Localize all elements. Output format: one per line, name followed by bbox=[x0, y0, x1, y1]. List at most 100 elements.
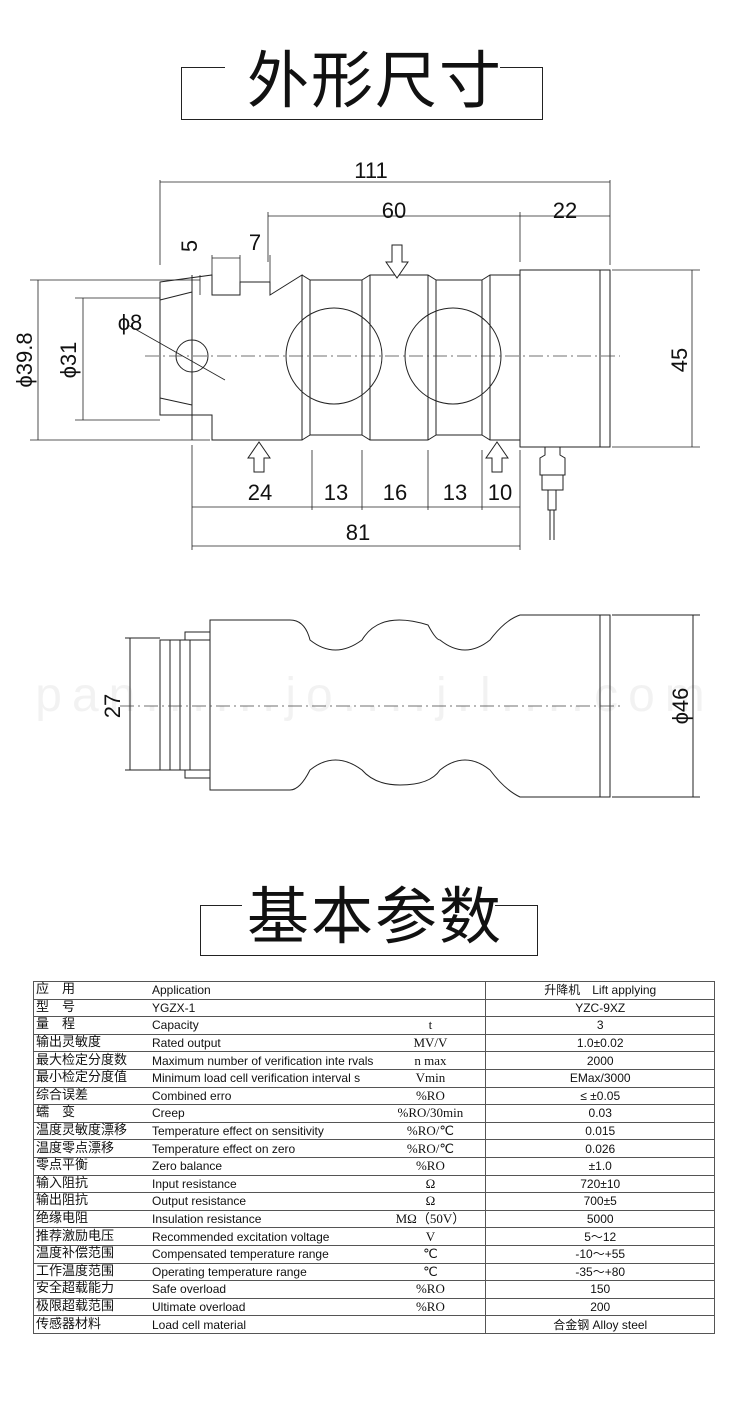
table-cell-en: Minimum load cell verification interval … bbox=[150, 1068, 376, 1088]
table-cell-unit: %RO bbox=[375, 1297, 487, 1317]
table-cell-val: 1.0±0.02 bbox=[485, 1033, 715, 1053]
dim-31: ϕ31 bbox=[56, 342, 81, 379]
dim-16: 16 bbox=[383, 480, 407, 505]
table-cell-en: YGZX-1 bbox=[150, 998, 376, 1018]
dim-45: 45 bbox=[667, 348, 692, 372]
table-cell-val: 720±10 bbox=[485, 1174, 715, 1194]
dim-5: 5 bbox=[177, 240, 202, 252]
table-cell-cn: 零点平衡 bbox=[33, 1156, 150, 1176]
table-cell-val: 200 bbox=[485, 1297, 715, 1317]
front-view-drawing: 111 60 22 7 ϕ8 24 13 16 13 10 81 5 ϕ39.8… bbox=[12, 158, 700, 550]
table-cell-en: Capacity bbox=[150, 1016, 376, 1035]
table-cell-en: Recommended excitation voltage bbox=[150, 1227, 376, 1246]
table-cell-val: -10～+55 bbox=[485, 1244, 715, 1264]
table-cell-unit: %RO/℃ bbox=[375, 1121, 487, 1141]
dim-39-8: ϕ39.8 bbox=[12, 332, 37, 387]
table-cell-cn: 输出灵敏度 bbox=[33, 1033, 150, 1053]
table-cell-en: Temperature effect on zero bbox=[150, 1139, 376, 1158]
table-cell-cn: 绝缘电阻 bbox=[33, 1209, 150, 1229]
body-outline bbox=[159, 274, 303, 441]
dim-13a: 13 bbox=[324, 480, 348, 505]
table-cell-val: 0.03 bbox=[485, 1104, 715, 1123]
table-cell-unit bbox=[375, 1315, 487, 1334]
table-cell-cn: 输出阻抗 bbox=[33, 1192, 150, 1211]
title-frame-2-rule-right bbox=[495, 905, 537, 906]
table-cell-en: Output resistance bbox=[150, 1192, 376, 1211]
section-title-parameters: 基本参数 bbox=[246, 880, 503, 953]
table-cell-unit: ℃ bbox=[375, 1244, 487, 1264]
table-cell-val: ≤ ±0.05 bbox=[485, 1086, 715, 1106]
side-view-drawing: 27 ϕ46 bbox=[100, 614, 700, 798]
table-cell-val: -35～+80 bbox=[485, 1262, 715, 1282]
table-cell-en: Compensated temperature range bbox=[150, 1244, 376, 1264]
title-frame-2-rule-left bbox=[200, 905, 242, 906]
dim-13b: 13 bbox=[443, 480, 467, 505]
table-cell-cn: 温度零点漂移 bbox=[33, 1139, 150, 1158]
table-cell-val: 0.026 bbox=[485, 1139, 715, 1158]
table-cell-val: 5～12 bbox=[485, 1227, 715, 1246]
table-cell-unit: %RO bbox=[375, 1156, 487, 1176]
table-cell-val: 5000 bbox=[485, 1209, 715, 1229]
table-cell-val: 2000 bbox=[485, 1051, 715, 1070]
table-cell-en: Maximum number of verification inte rval… bbox=[150, 1051, 376, 1070]
table-cell-cn: 输入阻抗 bbox=[33, 1174, 150, 1194]
table-cell-cn: 温度补偿范围 bbox=[33, 1244, 150, 1264]
table-cell-unit: V bbox=[375, 1227, 487, 1246]
table-cell-en: Rated output bbox=[150, 1033, 376, 1053]
table-cell-val: 合金钢 Alloy steel bbox=[485, 1315, 715, 1334]
header-val: 升降机 Lift applying bbox=[485, 981, 715, 1000]
table-cell-cn: 温度灵敏度漂移 bbox=[33, 1121, 150, 1141]
table-cell-unit bbox=[375, 998, 487, 1018]
table-cell-en: Operating temperature range bbox=[150, 1262, 376, 1282]
table-cell-en: Load cell material bbox=[150, 1315, 376, 1334]
table-cell-unit: t bbox=[375, 1016, 487, 1035]
table-cell-unit: MΩ（50V） bbox=[375, 1209, 487, 1229]
table-cell-unit: %RO/30min bbox=[375, 1104, 487, 1123]
dim-27: 27 bbox=[100, 694, 125, 718]
title-frame-1-rule-right bbox=[500, 67, 542, 68]
section-title-dimensions: 外形尺寸 bbox=[246, 44, 503, 117]
table-cell-unit: ℃ bbox=[375, 1262, 487, 1282]
table-cell-unit: %RO/℃ bbox=[375, 1139, 487, 1158]
table-cell-en: Zero balance bbox=[150, 1156, 376, 1176]
table-cell-val: 700±5 bbox=[485, 1192, 715, 1211]
table-cell-cn: 蠕 变 bbox=[33, 1104, 150, 1123]
table-cell-unit: Vmin bbox=[375, 1068, 487, 1088]
table-header-row: 应 用 Application 升降机 Lift applying bbox=[33, 981, 715, 1000]
title-frame-1-rule-left bbox=[181, 67, 225, 68]
dim-60: 60 bbox=[382, 198, 406, 223]
table-cell-cn: 综合误差 bbox=[33, 1086, 150, 1106]
table-cell-val: 3 bbox=[485, 1016, 715, 1035]
table-cell-val: 150 bbox=[485, 1280, 715, 1299]
load-arrow-top bbox=[385, 244, 409, 279]
table-cell-cn: 型 号 bbox=[33, 998, 150, 1018]
table-cell-unit: %RO bbox=[375, 1086, 487, 1106]
table-cell-unit: MV/V bbox=[375, 1033, 487, 1053]
table-cell-cn: 安全超载能力 bbox=[33, 1280, 150, 1299]
table-cell-unit: %RO bbox=[375, 1280, 487, 1299]
table-cell-val: ±1.0 bbox=[485, 1156, 715, 1176]
table-cell-en: Input resistance bbox=[150, 1174, 376, 1194]
dim-7: 7 bbox=[249, 230, 261, 255]
table-cell-unit: Ω bbox=[375, 1192, 487, 1211]
support-arrow-left bbox=[247, 441, 271, 473]
table-cell-cn: 传感器材料 bbox=[33, 1315, 150, 1334]
hole-right bbox=[404, 307, 502, 405]
